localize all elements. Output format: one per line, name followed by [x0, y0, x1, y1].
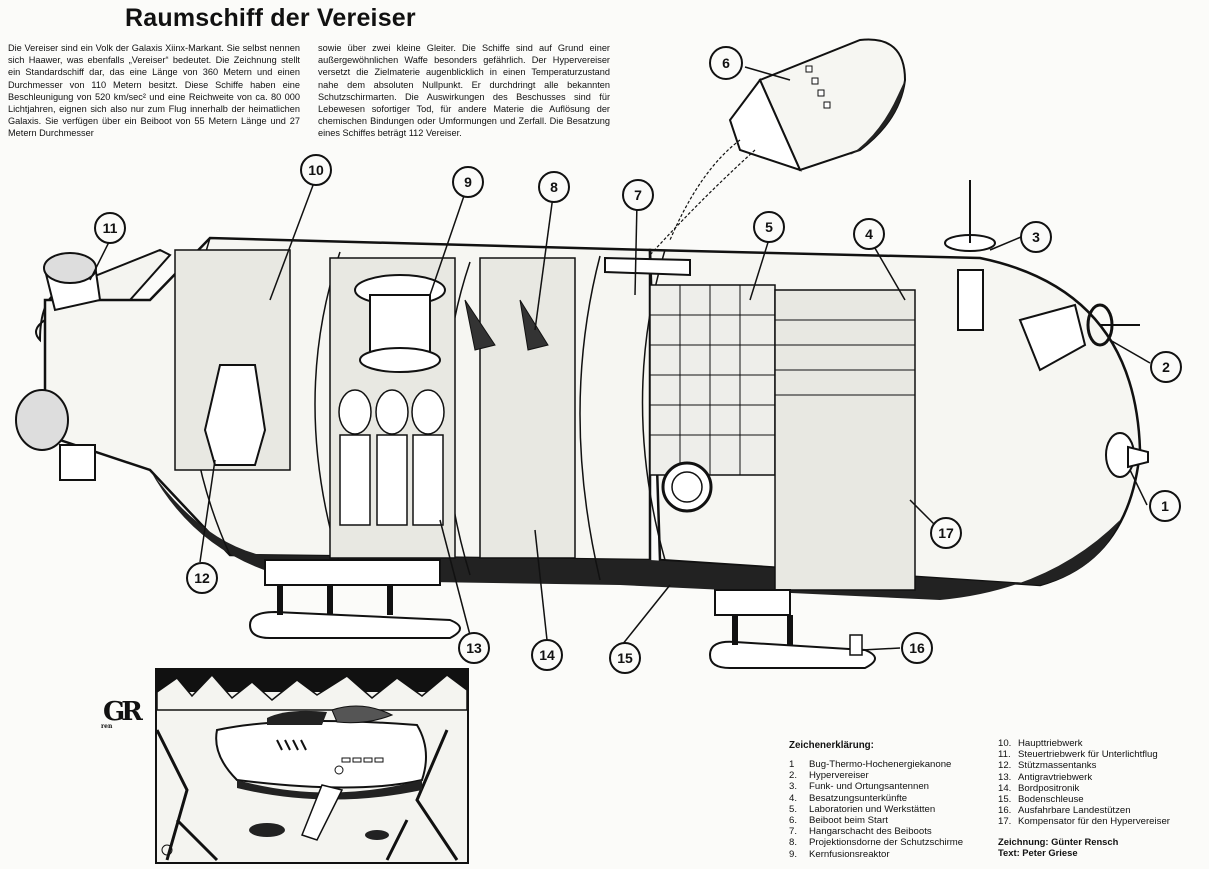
svg-text:3: 3 — [1032, 229, 1040, 245]
callout-16: 16 — [901, 632, 933, 664]
legend-item-6: 6.Beiboot beim Start — [789, 815, 888, 827]
svg-text:14: 14 — [539, 647, 555, 663]
ship-hull — [15, 180, 1149, 669]
intro-text-column-2: sowie über zwei kleine Gleiter. Die Schi… — [318, 42, 610, 140]
svg-text:6: 6 — [722, 55, 730, 71]
svg-text:1: 1 — [1161, 498, 1169, 514]
svg-text:11: 11 — [103, 220, 118, 236]
callout-4: 4 — [853, 218, 885, 250]
credit-text: Text: Peter Griese — [998, 847, 1078, 858]
legend-item-17: 17.Kompensator für den Hypervereiser — [998, 816, 1170, 828]
legend-item-3: 3.Funk- und Ortungsantennen — [789, 781, 930, 793]
legend-item-7: 7.Hangarschacht des Beiboots — [789, 826, 932, 838]
ice-landscape-scene — [157, 670, 467, 862]
legend-item-12: 12.Stützmassentanks — [998, 760, 1097, 772]
callout-10: 10 — [300, 154, 332, 186]
callout-13: 13 — [458, 632, 490, 664]
legend-item-4: 4.Besatzungsunterkünfte — [789, 792, 908, 804]
callout-3: 3 — [1020, 221, 1052, 253]
svg-text:10: 10 — [308, 162, 324, 178]
callout-9: 9 — [452, 166, 484, 198]
legend-item-5: 5.Laboratorien und Werkstätten — [789, 803, 936, 815]
legend-item-14: 14.Bordpositronik — [998, 782, 1080, 794]
svg-text:2: 2 — [1162, 359, 1170, 375]
callout-15: 15 — [609, 642, 641, 674]
legend-item-15: 15.Bodenschleuse — [998, 794, 1084, 806]
callout-2: 2 — [1150, 351, 1182, 383]
callout-12: 12 — [186, 562, 218, 594]
credit-drawing: Zeichnung: Günter Rensch — [998, 836, 1119, 847]
svg-text:15: 15 — [617, 650, 633, 666]
callout-6: 6 — [709, 46, 743, 80]
svg-text:9: 9 — [464, 174, 472, 190]
landscape-inset-illustration — [155, 668, 469, 864]
callout-1: 1 — [1149, 490, 1181, 522]
svg-text:8: 8 — [550, 179, 558, 195]
hangar-shaft — [604, 256, 691, 277]
callout-leader-lines — [89, 66, 1151, 651]
svg-text:16: 16 — [909, 640, 925, 656]
legend-item-11: 11.Steuertriebwerk für Unterlichtflug — [998, 749, 1158, 761]
legend-heading: Zeichenerklärung: — [789, 740, 874, 751]
intro-paragraph-2: sowie über zwei kleine Gleiter. Die Schi… — [318, 43, 610, 139]
svg-text:17: 17 — [938, 525, 954, 541]
svg-text:5: 5 — [765, 219, 773, 235]
intro-paragraph-1: Die Vereiser sind ein Volk der Galaxis X… — [8, 43, 300, 139]
svg-text:13: 13 — [466, 640, 482, 656]
callout-7: 7 — [622, 179, 654, 211]
credits: Zeichnung: Günter Rensch Text: Peter Gri… — [998, 836, 1118, 858]
intro-text-column-1: Die Vereiser sind ein Volk der Galaxis X… — [8, 42, 300, 140]
legend-item-16: 16.Ausfahrbare Landestützen — [998, 805, 1131, 817]
callout-11: 11 — [94, 212, 126, 244]
callout-17: 17 — [930, 517, 962, 549]
legend-item-8: 8.Projektionsdorne der Schutzschirme — [789, 837, 964, 849]
callout-8: 8 — [538, 171, 570, 203]
callout-5: 5 — [753, 211, 785, 243]
svg-text:12: 12 — [194, 570, 210, 586]
svg-text:7: 7 — [634, 187, 642, 203]
legend-item-13: 13.Antigravtriebwerk — [998, 771, 1093, 783]
callout-14: 14 — [531, 639, 563, 671]
svg-text:4: 4 — [865, 226, 873, 242]
legend-column-2: 10.Haupttriebwerk 11.Steuertriebwerk für… — [998, 738, 1170, 828]
legend-item-2: 2.Hypervereiser — [789, 770, 869, 782]
page-title: Raumschiff der Vereiser — [125, 4, 416, 32]
legend-item-10: 10.Haupttriebwerk — [998, 738, 1083, 749]
auxiliary-boat-6 — [649, 38, 907, 256]
legend-item-9: 9.Kernfusionsreaktor — [789, 848, 890, 860]
